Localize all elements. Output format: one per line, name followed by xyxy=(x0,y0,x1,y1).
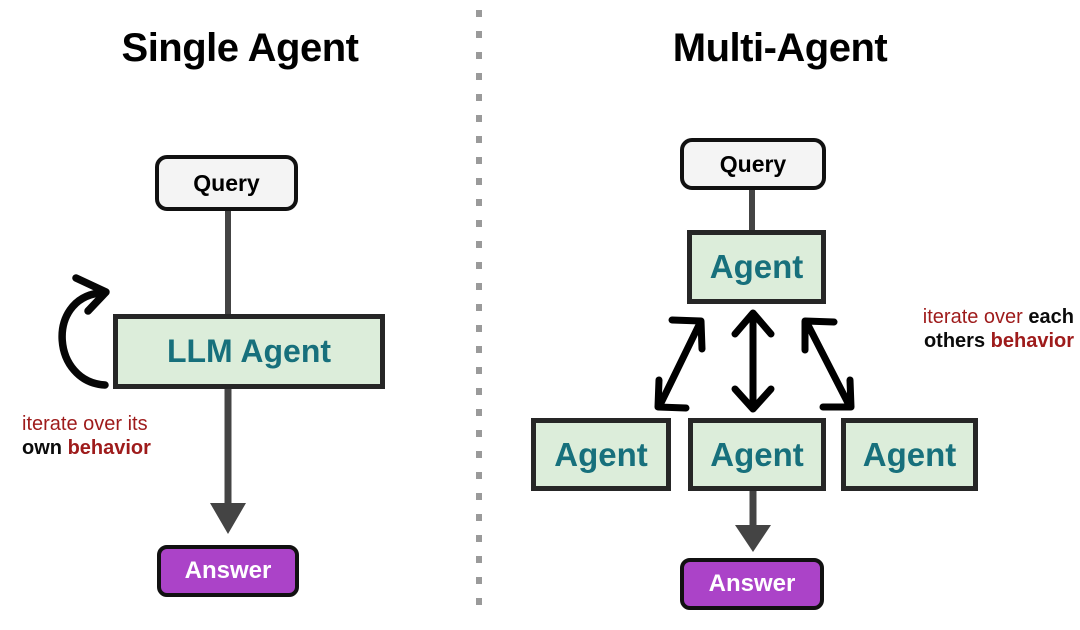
double-headed-arrow-left xyxy=(654,316,706,412)
node-answer-single[interactable]: Answer xyxy=(157,545,299,597)
panel-title-multi-agent: Multi-Agent xyxy=(672,26,888,70)
annotation-line1-each: each xyxy=(1028,306,1074,328)
annotation-line2-own: own xyxy=(22,437,62,459)
annotation-line2-behavior: behavior xyxy=(990,330,1074,352)
node-agent-1[interactable]: Agent xyxy=(531,418,671,491)
double-headed-arrow-middle xyxy=(731,309,775,413)
node-query-single[interactable]: Query xyxy=(155,155,298,211)
double-headed-arrow-right xyxy=(801,317,855,411)
node-query-multi[interactable]: Query xyxy=(680,138,826,190)
annotation-line1: iterate over its xyxy=(22,413,148,435)
panel-title-single-agent: Single Agent xyxy=(121,26,359,70)
node-llm-agent[interactable]: LLM Agent xyxy=(113,314,385,389)
node-agent-orchestrator[interactable]: Agent xyxy=(687,230,826,304)
node-agent-2[interactable]: Agent xyxy=(688,418,826,491)
annotation-line2-behavior: behavior xyxy=(67,437,151,459)
annotation-multi-agent: iterate over each others behavior xyxy=(862,305,1074,353)
down-arrow-agent-to-answer xyxy=(210,389,246,534)
annotation-single-agent: iterate over its own behavior xyxy=(22,412,232,460)
down-arrow-agent-to-answer-multi xyxy=(735,491,771,552)
annotation-line2-others: others xyxy=(923,330,986,352)
node-answer-multi[interactable]: Answer xyxy=(680,558,824,610)
annotation-line1-iterate: iterate over xyxy=(922,306,1023,328)
loop-arrow-icon xyxy=(58,274,110,389)
node-agent-3[interactable]: Agent xyxy=(841,418,978,491)
